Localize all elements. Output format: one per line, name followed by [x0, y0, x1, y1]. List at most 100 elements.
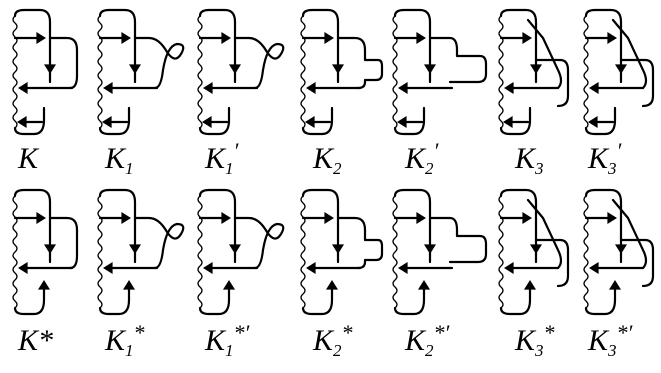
strand-bottom	[499, 283, 532, 316]
right-lobe-crossing	[526, 18, 563, 90]
strand-bottom	[13, 283, 46, 316]
knot-diagram-1-0: K*	[12, 188, 79, 357]
knot-label-subscript: 1	[125, 341, 134, 360]
arrowhead	[129, 64, 141, 74]
strand-bottom	[198, 106, 231, 136]
knot-label-base: K	[104, 324, 127, 357]
arrowhead	[229, 64, 241, 74]
arrowhead	[416, 32, 426, 44]
arrowhead	[44, 244, 56, 254]
arrowhead	[588, 116, 598, 128]
knot-label: K3′	[587, 138, 623, 178]
knot-label: K1*	[104, 320, 145, 360]
strand-top	[393, 188, 432, 256]
tangle-boundary-wiggle	[300, 195, 306, 309]
arrowhead	[229, 244, 241, 254]
knot-label-base: K	[404, 142, 427, 175]
strand-bottom	[13, 106, 46, 136]
right-lobe	[48, 216, 79, 270]
arrowhead	[123, 280, 135, 290]
tangle-boundary-wiggle	[583, 195, 589, 309]
knot-label: K3*′	[587, 320, 634, 360]
strand-top	[198, 188, 237, 256]
arrowhead	[18, 262, 28, 274]
arrowhead	[223, 280, 235, 290]
strand-top	[499, 188, 538, 256]
arrowhead	[332, 64, 344, 74]
knot-diagram-0-4: K2′	[392, 8, 488, 178]
right-lobe-outer	[534, 58, 570, 108]
right-lobe-fold-wide	[428, 36, 488, 84]
strand-top	[393, 8, 432, 76]
arrowhead	[36, 32, 46, 44]
arrowhead	[609, 280, 621, 290]
strand-bottom	[393, 106, 426, 136]
knot-label-subscript: 3	[607, 341, 617, 360]
strand-bottom	[584, 283, 617, 316]
arrowhead	[522, 212, 532, 224]
strand-top	[301, 8, 340, 76]
strand-bottom	[499, 106, 532, 136]
knot-label: K2*	[312, 320, 353, 360]
knot-label-superscript: ′	[617, 138, 623, 163]
knot-diagram-0-5: K3	[498, 8, 570, 178]
arrowhead	[129, 244, 141, 254]
strand-bottom	[98, 106, 131, 136]
right-lobe-fold	[336, 36, 384, 90]
arrowhead	[589, 262, 599, 274]
knot-label-superscript: *′	[617, 320, 634, 345]
knot-label-superscript: *	[134, 320, 145, 345]
knot-diagram-1-3: K2*	[300, 188, 384, 360]
strand-top	[301, 188, 340, 256]
arrowhead	[221, 32, 231, 44]
arrowhead	[326, 280, 338, 290]
knot-label-base: K	[587, 142, 610, 175]
knot-diagram-0-1: K1	[97, 8, 185, 178]
knot-label-subscript: 3	[607, 159, 617, 178]
tangle-boundary-wiggle	[498, 15, 504, 129]
right-lobe-outer	[619, 58, 655, 108]
knot-label-subscript: 2	[425, 341, 434, 360]
arrowhead	[121, 32, 131, 44]
strand-bottom	[198, 283, 231, 316]
knot-label: K2	[312, 142, 342, 178]
knot-label-subscript: 1	[225, 159, 234, 178]
right-lobe-fold-wide	[428, 216, 488, 264]
knot-label-base: K	[587, 324, 610, 357]
arrowhead	[615, 244, 627, 254]
knot-diagram-1-6: K3*′	[583, 188, 655, 360]
right-lobe-crossing	[526, 198, 563, 270]
arrowhead	[103, 82, 113, 94]
arrowhead	[38, 280, 50, 290]
tangle-boundary-wiggle	[197, 15, 203, 129]
knot-label: K	[17, 142, 40, 175]
arrowhead	[504, 82, 514, 94]
tangle-boundary-wiggle	[498, 195, 504, 309]
knot-label-base: K	[312, 324, 335, 357]
arrowhead	[398, 82, 408, 94]
arrowhead	[36, 212, 46, 224]
right-lobe-kink	[133, 216, 185, 270]
knot-label-subscript: 1	[225, 341, 234, 360]
arrowhead	[203, 82, 213, 94]
arrowhead	[416, 212, 426, 224]
arrowhead	[306, 262, 316, 274]
knot-label-base: K	[312, 142, 335, 175]
tangle-boundary-wiggle	[97, 15, 103, 129]
arrowhead	[424, 244, 436, 254]
knot-diagram-1-5: K3*	[498, 188, 570, 360]
strand-bottom	[98, 283, 131, 316]
knot-label-base: K	[404, 324, 427, 357]
arrowhead	[332, 244, 344, 254]
knot-label-base: K	[204, 142, 227, 175]
knot-label: K1	[104, 142, 134, 178]
right-lobe	[48, 36, 79, 90]
knot-label-subscript: 3	[534, 159, 544, 178]
knot-label: K1*′	[204, 320, 251, 360]
arrowhead	[424, 64, 436, 74]
right-lobe-outer	[619, 238, 655, 288]
tangle-boundary-wiggle	[97, 195, 103, 309]
arrowhead	[324, 212, 334, 224]
